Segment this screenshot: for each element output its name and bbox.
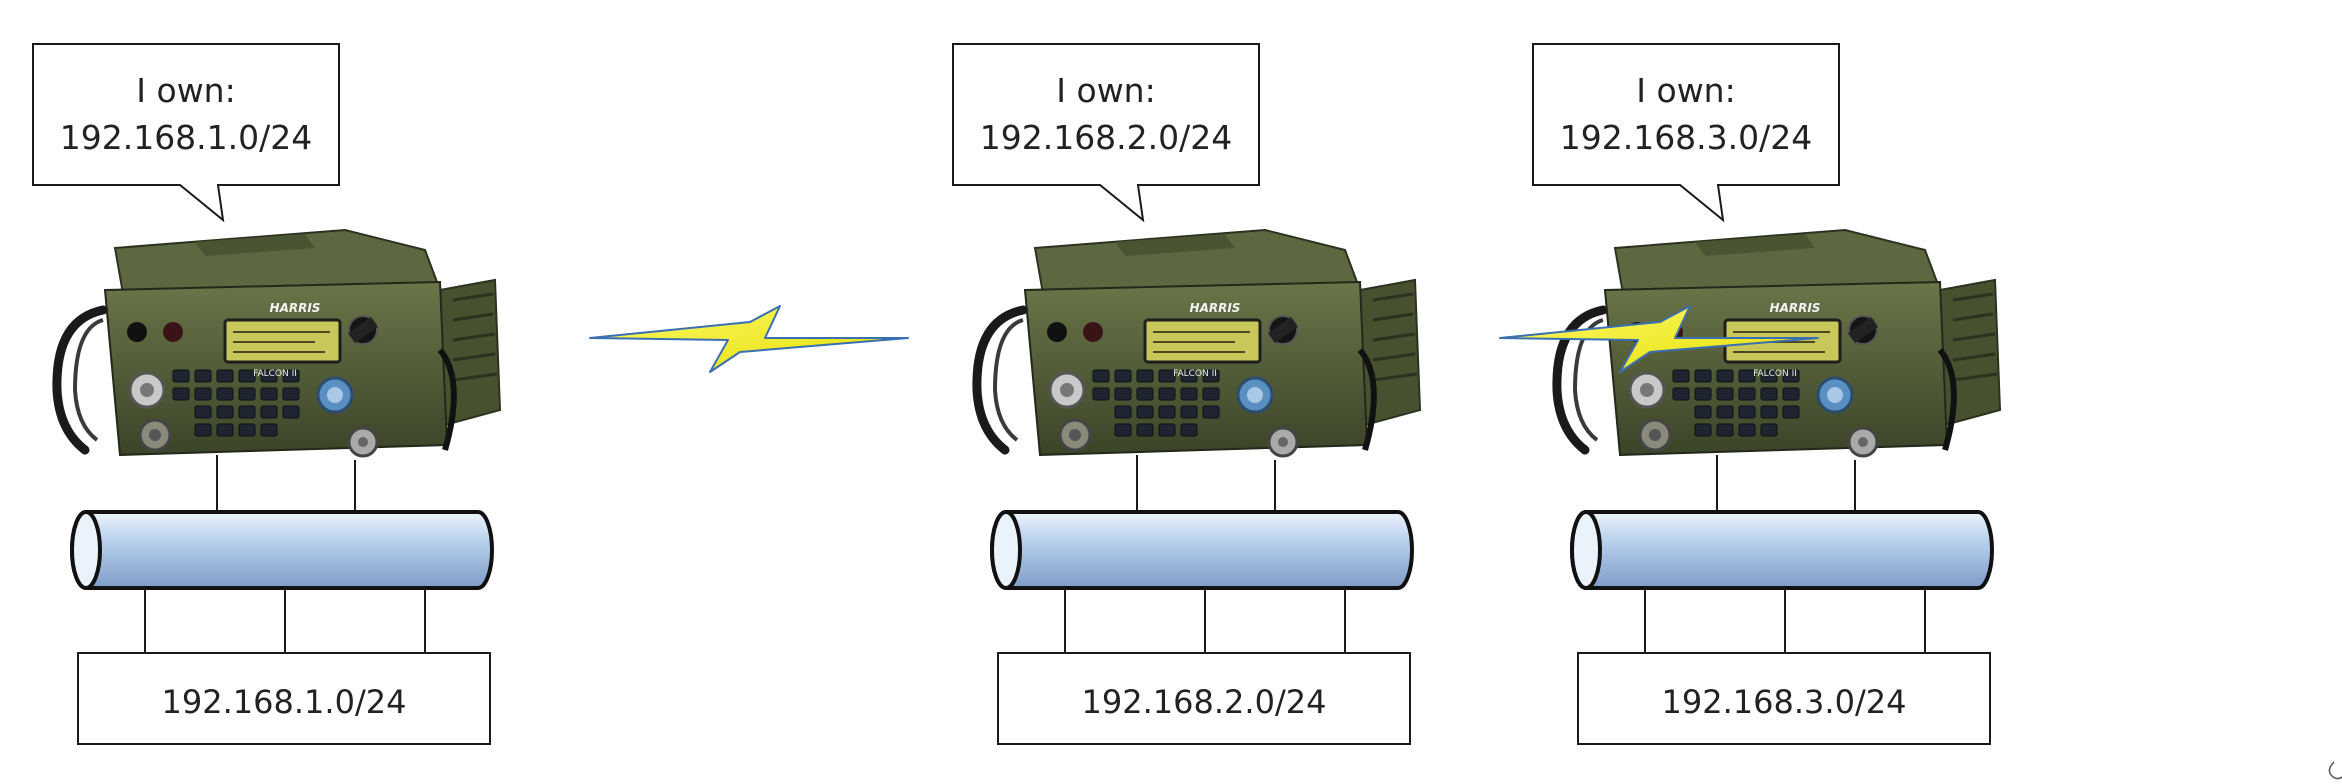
callout-line-2: 192.168.3.0/24: [1560, 118, 1813, 157]
subnet-label: 192.168.2.0/24: [1082, 683, 1327, 721]
ownership-callout: [32, 43, 340, 223]
wireless-link-2: [1499, 305, 1819, 373]
radio-brand-label: HARRIS: [1190, 301, 1241, 315]
radio-model-label: FALCON II: [1753, 369, 1797, 379]
lightning-bolt-icon: [1499, 305, 1819, 373]
network-bus-pipe: [1570, 510, 1994, 590]
callout-line-1: I own:: [1636, 71, 1735, 110]
subnet-box: [1577, 652, 1991, 745]
radio-model-label: FALCON II: [253, 369, 297, 379]
ownership-callout: [1532, 43, 1840, 223]
lightning-bolt-icon: [589, 305, 909, 373]
callout-line-1: I own:: [1056, 71, 1155, 110]
subnet-box: [997, 652, 1411, 745]
callout-line-2: 192.168.1.0/24: [60, 118, 313, 157]
radio-brand-label: HARRIS: [1770, 301, 1821, 315]
radio-model-label: FALCON II: [1173, 369, 1217, 379]
corner-mark-icon: [2328, 761, 2342, 780]
tactical-radio: HARRIS FALCON II: [1557, 230, 2000, 456]
callout-line-2: 192.168.2.0/24: [980, 118, 1233, 157]
network-bus-pipe: [70, 510, 494, 590]
ownership-callout: [952, 43, 1260, 223]
subnet-label: 192.168.3.0/24: [1662, 683, 1907, 721]
wireless-link-1: [589, 305, 909, 373]
callout-line-1: I own:: [136, 71, 235, 110]
tactical-radio: HARRIS FALCON II: [977, 230, 1420, 456]
network-bus-pipe: [990, 510, 1414, 590]
radio-brand-label: HARRIS: [270, 301, 321, 315]
tactical-radio: HARRIS FALCON II: [57, 230, 500, 456]
subnet-box: [77, 652, 491, 745]
subnet-label: 192.168.1.0/24: [162, 683, 407, 721]
